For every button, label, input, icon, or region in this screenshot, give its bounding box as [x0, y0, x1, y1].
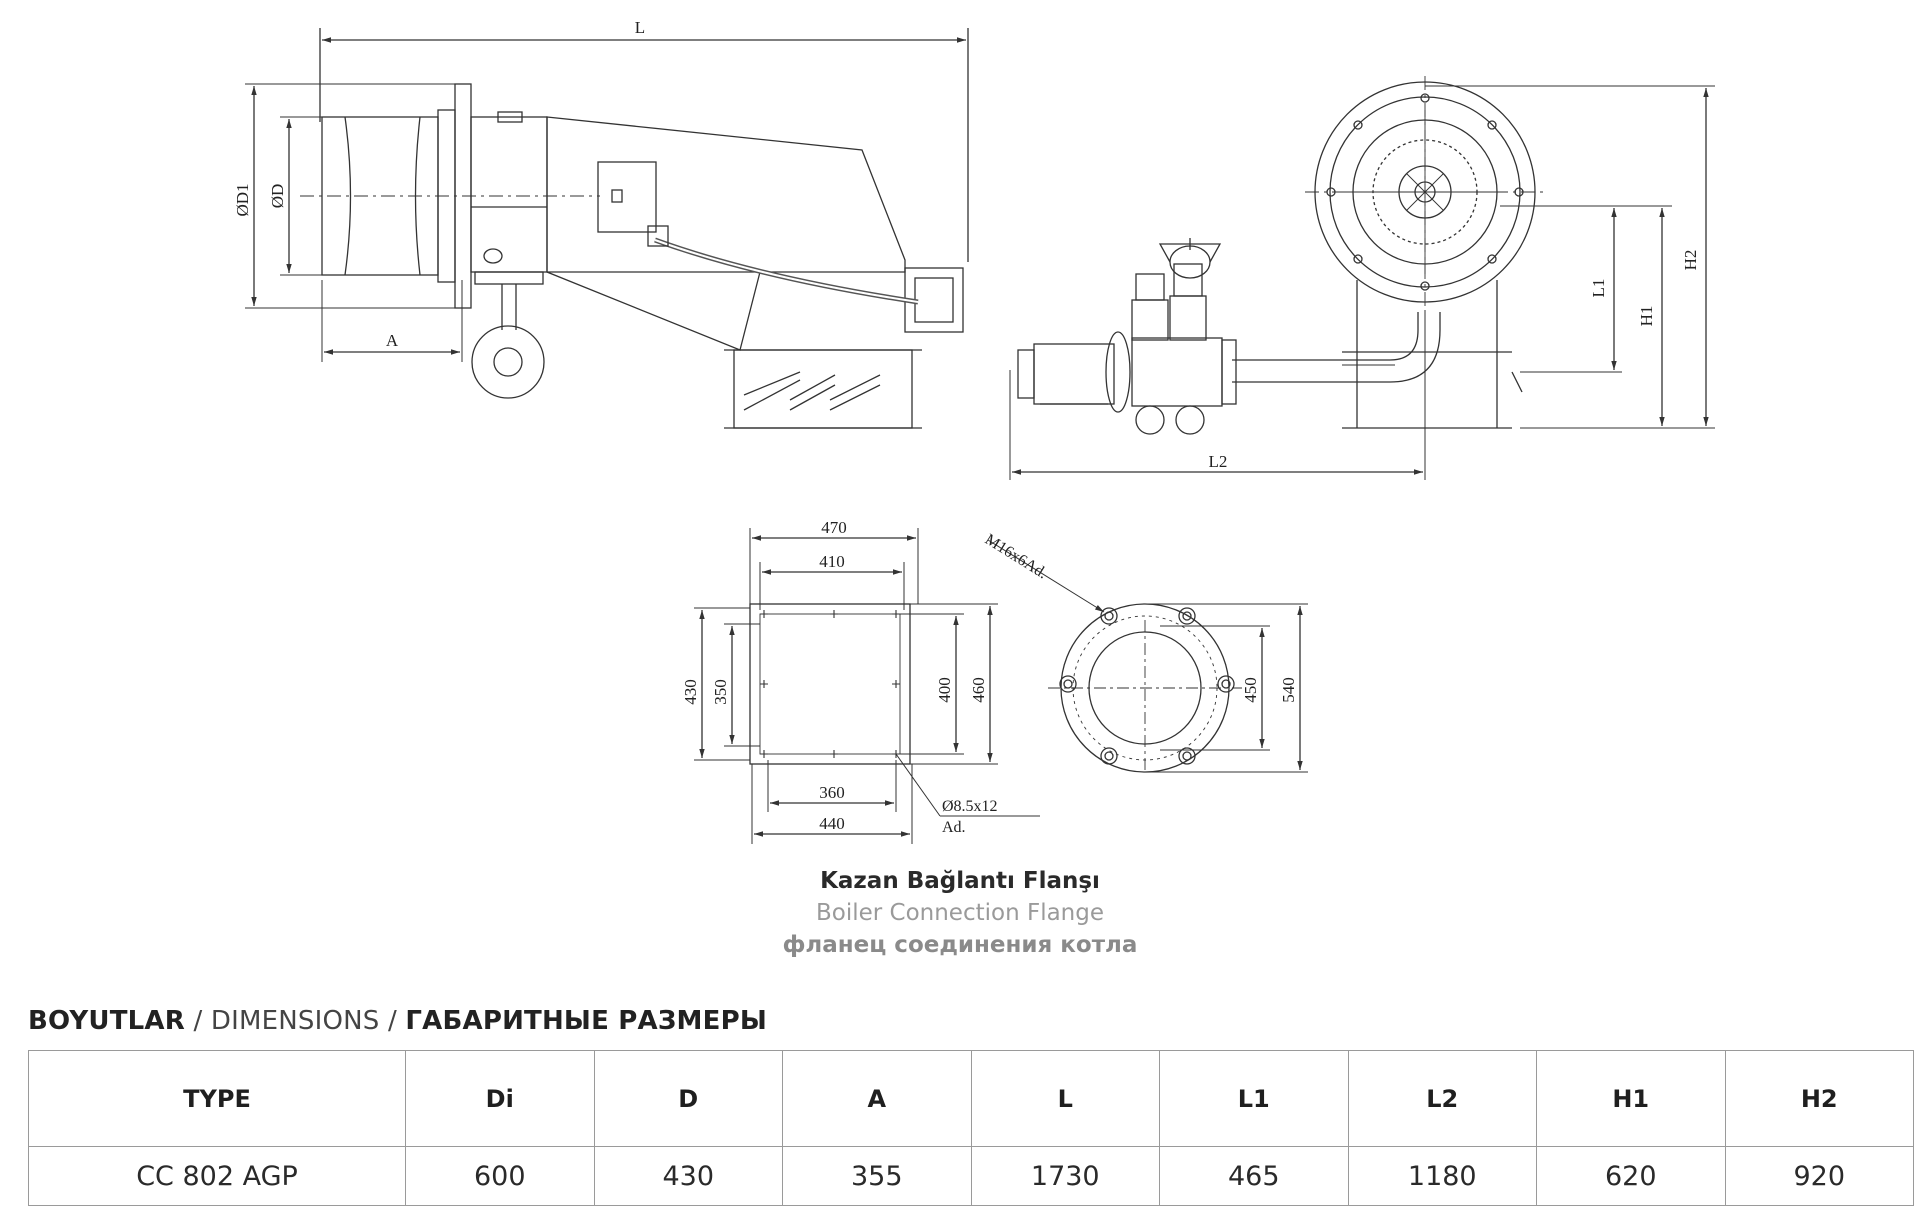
table-row: CC 802 AGP 600 430 355 1730 465 1180 620…	[28, 1146, 1914, 1206]
table-cell: 430	[593, 1146, 783, 1206]
flange-dim-460: 460	[969, 677, 988, 703]
table-cell: 1180	[1347, 1146, 1537, 1206]
dim-L2-label: L2	[1209, 452, 1228, 471]
header-cell: D	[593, 1050, 783, 1147]
dimensions-title-en: DIMENSIONS	[210, 1006, 380, 1036]
flange-dim-410: 410	[819, 552, 845, 571]
table-cell: 620	[1536, 1146, 1726, 1206]
dim-A-label: A	[386, 331, 399, 350]
flange-dim-350: 350	[711, 679, 730, 705]
header-cell: Di	[405, 1050, 595, 1147]
header-cell: A	[782, 1050, 972, 1147]
table-cell: 355	[782, 1146, 972, 1206]
table-cell: 600	[405, 1146, 595, 1206]
dim-H2-label: H2	[1681, 250, 1700, 271]
flange-dim-440: 440	[819, 814, 845, 833]
caption-english: Boiler Connection Flange	[815, 900, 1105, 926]
dim-H1-label: H1	[1637, 306, 1656, 327]
flange-dim-400: 400	[935, 677, 954, 703]
caption-russian: фланец соединения котла	[782, 932, 1138, 958]
technical-drawings: L ØD1 ØD A	[233, 18, 1715, 844]
dim-L-label: L	[635, 18, 645, 37]
flange-dim-470: 470	[821, 518, 847, 537]
bolt-spec-label: M16x6Ad.	[982, 531, 1050, 582]
burner-front-view	[1009, 76, 1715, 480]
square-flange-drawing	[694, 528, 1040, 844]
table-cell: CC 802 AGP	[28, 1146, 406, 1206]
dimensions-title-ru: ГАБАРИТНЫЕ РАЗМЕРЫ	[405, 1006, 767, 1036]
dimensions-table: TYPE Di D A L L1 L2 H1 H2 CC 802 AGP 600…	[28, 1050, 1914, 1206]
table-cell: 465	[1159, 1146, 1349, 1206]
header-cell: TYPE	[28, 1050, 406, 1147]
round-flange-drawing	[987, 539, 1308, 773]
caption-turkish: Kazan Bağlantı Flanşı	[820, 868, 1100, 894]
dim-L1-label: L1	[1589, 279, 1608, 298]
dim-D1-label: ØD1	[233, 183, 252, 216]
header-cell: H1	[1536, 1050, 1726, 1147]
dimensions-heading: BOYUTLAR / DIMENSIONS / ГАБАРИТНЫЕ РАЗМЕ…	[28, 1006, 767, 1036]
flange-hole-spec: Ø8.5x12	[942, 798, 998, 815]
dimensions-separator: /	[193, 1006, 203, 1036]
burner-side-view	[245, 28, 969, 429]
flange-dim-450: 450	[1241, 677, 1260, 703]
header-cell: L	[970, 1050, 1160, 1147]
flange-hole-qty: Ad.	[942, 819, 966, 836]
header-cell: H2	[1724, 1050, 1914, 1147]
flange-dim-360: 360	[819, 783, 845, 802]
table-cell: 920	[1724, 1146, 1914, 1206]
table-header-row: TYPE Di D A L L1 L2 H1 H2	[28, 1050, 1914, 1147]
dimensions-separator: /	[387, 1006, 397, 1036]
flange-dim-430: 430	[681, 679, 700, 705]
flange-dim-540: 540	[1279, 677, 1298, 703]
dimensions-title-tr: BOYUTLAR	[28, 1006, 185, 1036]
header-cell: L2	[1347, 1050, 1537, 1147]
table-cell: 1730	[970, 1146, 1160, 1206]
header-cell: L1	[1159, 1050, 1349, 1147]
dim-D-label: ØD	[268, 184, 287, 209]
